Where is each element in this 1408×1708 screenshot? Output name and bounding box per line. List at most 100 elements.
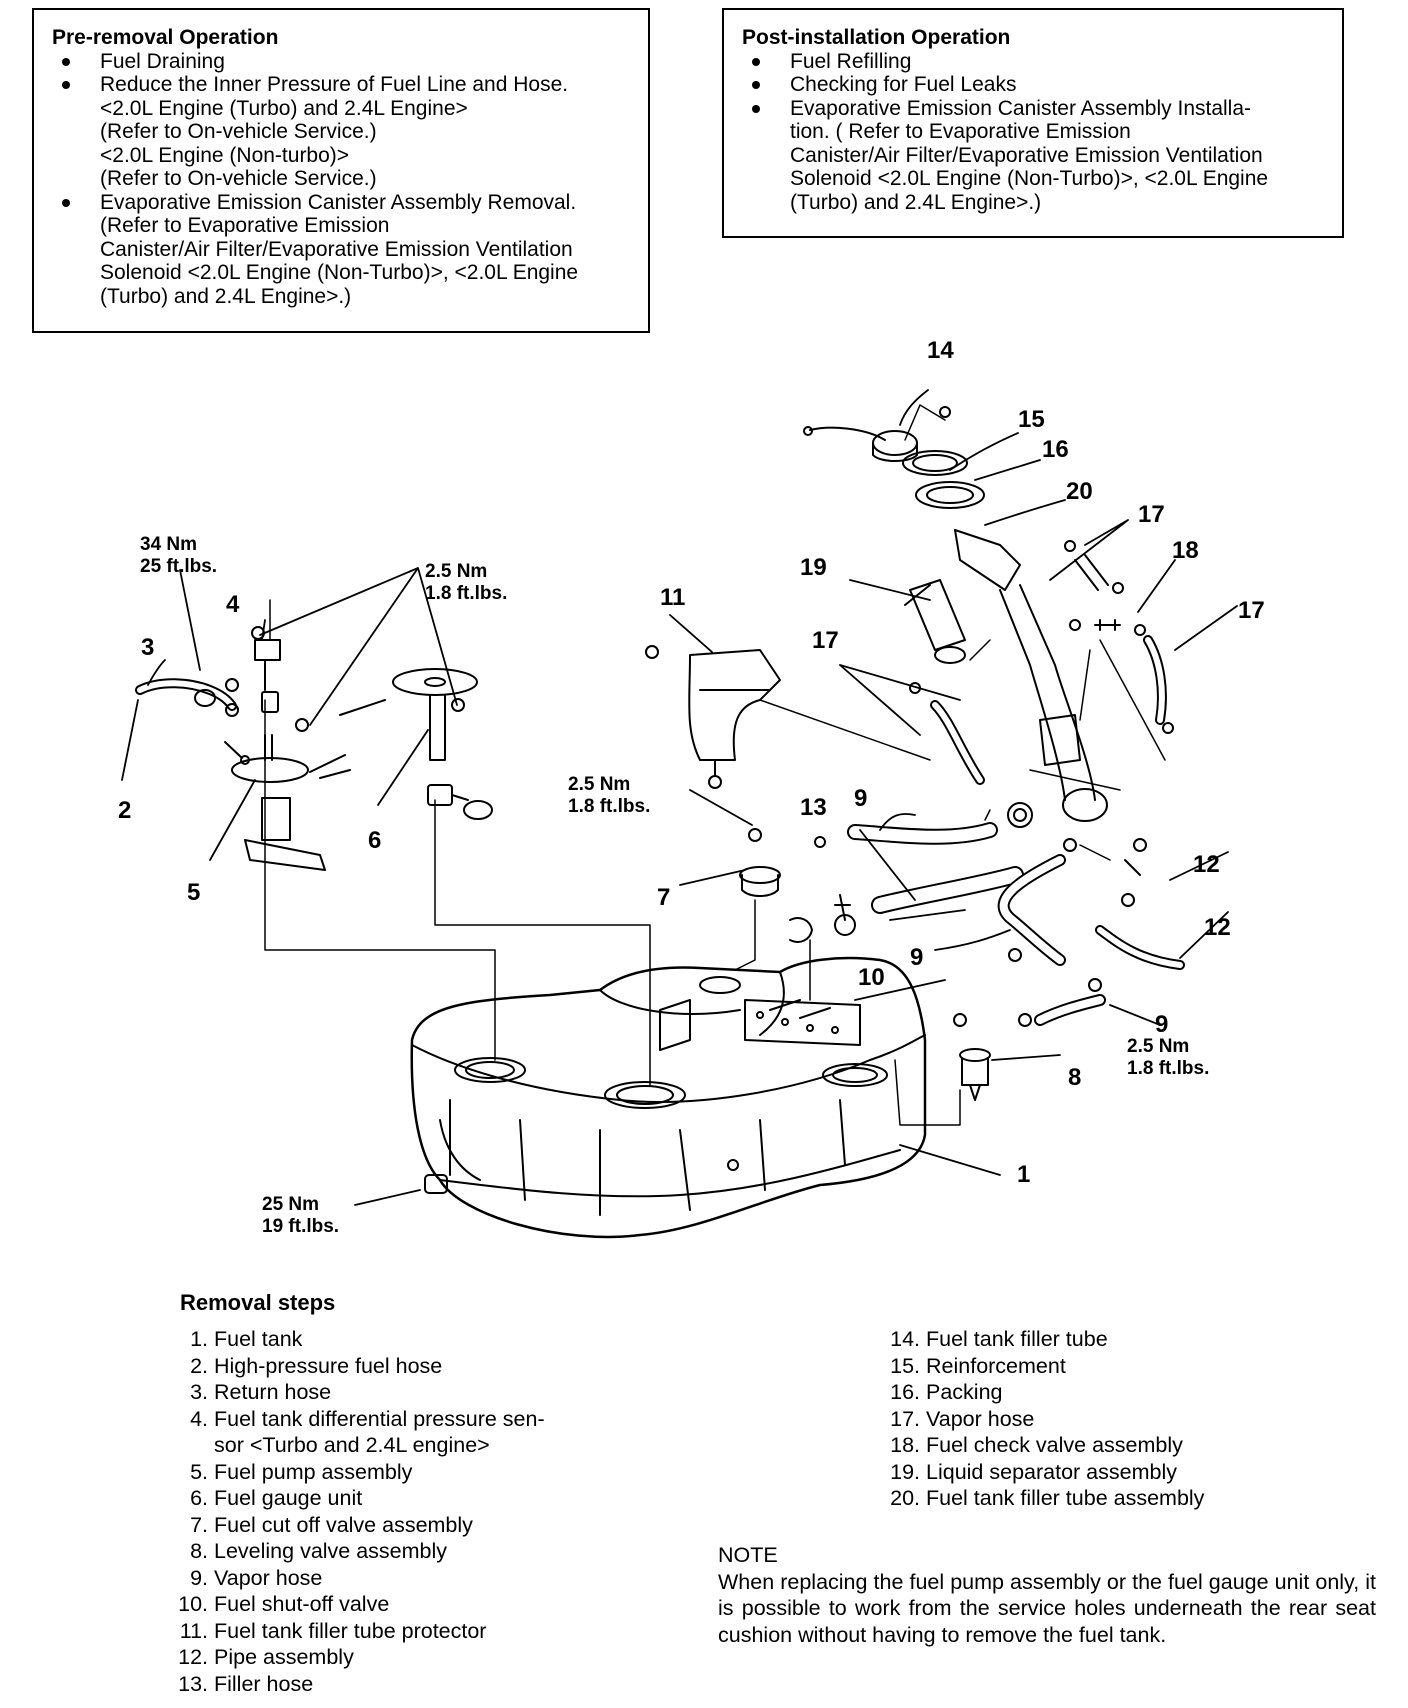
fuel-tank-exploded-diagram: 1 2 3 4 5 6 7 8 9 9 9 10 11 12 12 13 14 … xyxy=(118,337,1265,1239)
step-text: High-pressure fuel hose xyxy=(214,1353,443,1378)
removal-step: 15.Reinforcement xyxy=(872,1353,1372,1380)
fuel-gauge-unit-drawing xyxy=(339,668,493,820)
pre-removal-item: Fuel Draining xyxy=(52,50,636,74)
step-number: 7. xyxy=(190,1512,208,1537)
callout-4: 4 xyxy=(226,591,240,618)
post-installation-item: Fuel Refilling xyxy=(742,50,1330,74)
step-number: 4. xyxy=(190,1406,208,1431)
callout-10: 10 xyxy=(858,964,885,991)
removal-step: 20.Fuel tank filler tube assembly xyxy=(872,1485,1372,1512)
fuel-pump-assembly-drawing xyxy=(224,678,351,871)
post-installation-line: Checking for Fuel Leaks xyxy=(790,73,1017,96)
torque-2-5-nm: 2.5 Nm xyxy=(568,774,630,795)
removal-steps-list-right: 14.Fuel tank filler tube 15.Reinforcemen… xyxy=(872,1326,1372,1512)
step-number: 8. xyxy=(190,1539,208,1563)
step-number: 6. xyxy=(190,1486,208,1510)
fuel-tank-drawing xyxy=(410,956,927,1239)
step-text: Pipe assembly xyxy=(214,1645,354,1669)
callout-17b: 17 xyxy=(1238,597,1265,624)
removal-step: 6.Fuel gauge unit xyxy=(160,1485,660,1512)
step-text-continued: sor <Turbo and 2.4L engine> xyxy=(214,1433,490,1457)
step-number: 15. xyxy=(890,1353,920,1378)
post-installation-title: Post-installation Operation xyxy=(742,26,1011,49)
hoses-9-12-13-drawing xyxy=(847,802,1185,1027)
removal-step: 16.Packing xyxy=(872,1379,1372,1406)
post-installation-line: tion. ( Refer to Evaporative Emission xyxy=(790,120,1131,143)
step-number: 13. xyxy=(178,1671,208,1696)
step-number: 14. xyxy=(890,1327,920,1351)
removal-step: 1.Fuel tank xyxy=(160,1326,660,1353)
post-installation-line: Canister/Air Filter/Evaporative Emission… xyxy=(790,143,1263,167)
step-number: 5. xyxy=(190,1459,208,1484)
pre-removal-list: Fuel Draining Reduce the Inner Pressure … xyxy=(52,50,636,309)
torque-2-5-nm: 2.5 Nm xyxy=(425,561,487,582)
callout-20: 20 xyxy=(1066,478,1093,505)
removal-step: 12.Pipe assembly xyxy=(160,1644,660,1671)
assembly-guide-lines xyxy=(264,404,1166,1126)
torque-specs: 34 Nm 25 ft.lbs. 2.5 Nm 1.8 ft.lbs. 2.5 … xyxy=(140,534,1209,1237)
callout-17c: 17 xyxy=(812,627,839,654)
callout-18: 18 xyxy=(1172,537,1199,564)
removal-step: 10.Fuel shut-off valve xyxy=(160,1591,660,1618)
note-section: NOTE When replacing the fuel pump assemb… xyxy=(718,1542,1376,1648)
removal-step: 4.Fuel tank differential pressure sen-so… xyxy=(160,1406,660,1459)
post-installation-line: Fuel Refilling xyxy=(790,49,912,73)
callout-numbers: 1 2 3 4 5 6 7 8 9 9 9 10 11 12 12 13 14 … xyxy=(118,337,1265,1188)
step-text: Reinforcement xyxy=(926,1353,1066,1378)
callout-12b: 12 xyxy=(1204,914,1231,941)
step-number: 10. xyxy=(178,1592,208,1616)
step-text: Vapor hose xyxy=(214,1565,323,1590)
torque-1-8-ftlbs: 1.8 ft.lbs. xyxy=(425,583,507,604)
step-number: 19. xyxy=(890,1459,920,1484)
removal-step: 18.Fuel check valve assembly xyxy=(872,1432,1372,1459)
removal-step: 8.Leveling valve assembly xyxy=(160,1538,660,1565)
callout-2: 2 xyxy=(118,797,131,824)
post-installation-item: Evaporative Emission Canister Assembly I… xyxy=(742,97,1330,215)
pre-removal-line: (Turbo) and 2.4L Engine>.) xyxy=(100,284,352,308)
callout-12a: 12 xyxy=(1193,851,1220,878)
callout-6: 6 xyxy=(368,827,381,854)
callout-17a: 17 xyxy=(1138,501,1165,528)
step-number: 3. xyxy=(190,1380,208,1404)
pre-removal-box: Pre-removal Operation Fuel Draining Redu… xyxy=(32,8,650,333)
post-installation-line: Evaporative Emission Canister Assembly I… xyxy=(790,96,1252,120)
pre-removal-line: Fuel Draining xyxy=(100,49,225,73)
step-number: 11. xyxy=(179,1618,208,1643)
post-installation-list: Fuel Refilling Checking for Fuel Leaks E… xyxy=(742,50,1330,215)
step-number: 18. xyxy=(890,1433,920,1457)
torque-2-5-nm: 2.5 Nm xyxy=(1127,1036,1189,1057)
step-text: Fuel tank xyxy=(214,1327,303,1351)
step-text: Leveling valve assembly xyxy=(214,1539,448,1563)
post-installation-line: (Turbo) and 2.4L Engine>.) xyxy=(790,190,1042,214)
post-installation-line: Solenoid <2.0L Engine (Non-Turbo)>, <2.0… xyxy=(790,167,1269,190)
liquid-separator-drawing xyxy=(904,579,966,694)
torque-25-nm: 25 Nm xyxy=(262,1194,319,1215)
pre-removal-title: Pre-removal Operation xyxy=(52,26,279,49)
pre-removal-line: (Refer to On-vehicle Service.) xyxy=(100,167,377,190)
pre-removal-line: Solenoid <2.0L Engine (Non-Turbo)>, <2.0… xyxy=(100,261,579,284)
hoses-2-3-drawing xyxy=(135,678,239,717)
step-text: Vapor hose xyxy=(926,1406,1035,1431)
callout-8: 8 xyxy=(1068,1064,1081,1091)
callout-19: 19 xyxy=(800,554,827,581)
pre-removal-line: <2.0L Engine (Non-turbo)> xyxy=(100,143,350,167)
torque-1-8-ftlbs: 1.8 ft.lbs. xyxy=(1127,1058,1209,1079)
callout-15: 15 xyxy=(1018,406,1045,433)
removal-step: 14.Fuel tank filler tube xyxy=(872,1326,1372,1353)
post-installation-box: Post-installation Operation Fuel Refilli… xyxy=(722,8,1344,238)
removal-steps-title: Removal steps xyxy=(180,1290,336,1315)
callout-14: 14 xyxy=(927,337,954,364)
removal-step: 5.Fuel pump assembly xyxy=(160,1459,660,1486)
torque-19-ftlbs: 19 ft.lbs. xyxy=(262,1216,339,1237)
torque-1-8-ftlbs: 1.8 ft.lbs. xyxy=(568,796,650,817)
note-title: NOTE xyxy=(718,1543,778,1567)
callout-5: 5 xyxy=(187,879,200,906)
removal-step: 2.High-pressure fuel hose xyxy=(160,1353,660,1380)
removal-step: 3.Return hose xyxy=(160,1379,660,1406)
callout-9c: 9 xyxy=(1155,1011,1168,1038)
callout-9b: 9 xyxy=(910,944,923,971)
pressure-sensor-drawing xyxy=(251,626,465,732)
valves-7-8-10-drawing xyxy=(727,828,991,1171)
step-number: 9. xyxy=(190,1565,208,1590)
pre-removal-item: Reduce the Inner Pressure of Fuel Line a… xyxy=(52,73,636,191)
